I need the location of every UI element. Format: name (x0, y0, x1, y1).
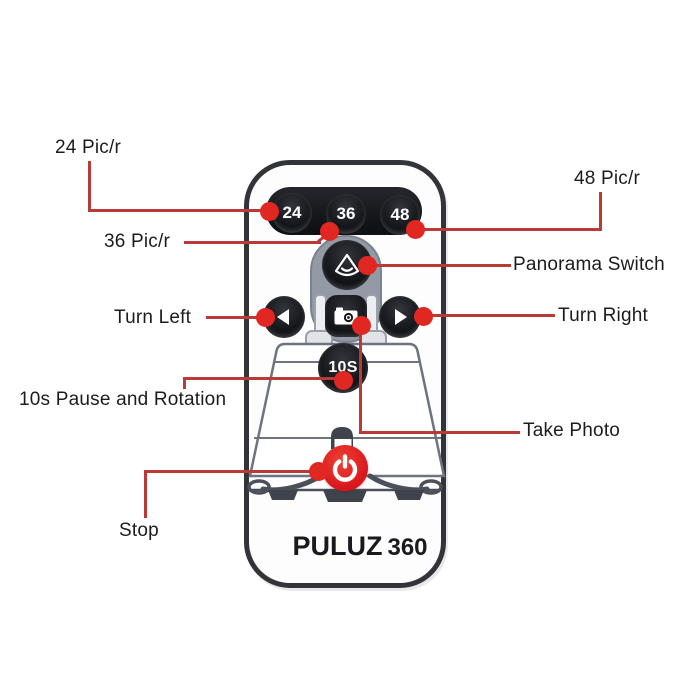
callout-dot-48 (406, 220, 425, 239)
label-panorama: Panorama Switch (513, 254, 665, 275)
label-10s-pause: 10s Pause and Rotation (19, 389, 227, 410)
callout-line (184, 241, 321, 244)
callout-line (88, 209, 270, 212)
callout-dot-panorama (358, 256, 377, 275)
button-48-label: 48 (390, 205, 410, 224)
foot-pad-left (268, 490, 298, 500)
foot-pad-right (394, 490, 424, 500)
callout-line (144, 470, 320, 473)
callout-dot-10s (334, 371, 353, 390)
callout-dot-stop (309, 462, 328, 481)
label-turn-right: Turn Right (558, 305, 648, 326)
power-stop-button (322, 445, 368, 491)
callout-line (368, 264, 511, 267)
foot-loop-right (419, 479, 443, 495)
callout-line (183, 377, 344, 380)
button-36-label: 36 (336, 204, 356, 223)
panorama-switch-icon (334, 253, 360, 277)
brand-name: PULUZ (292, 531, 383, 561)
power-icon (332, 454, 358, 482)
callout-dot-take-photo (352, 316, 371, 335)
pause-10s-label: 10S (328, 359, 358, 376)
callout-line (424, 314, 555, 317)
foot-pad-center (323, 490, 367, 502)
callout-line (359, 324, 362, 434)
label-36-pic: 36 Pic/r (104, 231, 171, 252)
callout-dot-36 (320, 222, 339, 241)
label-48-pic: 48 Pic/r (574, 168, 641, 189)
callout-line (359, 431, 520, 434)
callout-dot-turn-right (414, 307, 433, 326)
base-knob-inner (334, 439, 352, 448)
callout-dot-turn-left (256, 308, 275, 327)
turn-left-icon (277, 309, 289, 325)
callout-line (144, 470, 147, 518)
foot-loop-left (247, 479, 271, 495)
button-24-label: 24 (282, 203, 302, 222)
callout-line (206, 316, 267, 319)
camera-icon (334, 307, 358, 325)
label-take-photo: Take Photo (523, 420, 621, 441)
callout-line (88, 161, 91, 212)
label-24-pic: 24 Pic/r (55, 137, 122, 158)
callout-line (599, 192, 602, 231)
callout-line (183, 377, 186, 389)
brand-number: 360 (387, 534, 428, 561)
turn-right-icon (395, 309, 407, 325)
leg-right-sketch (367, 473, 430, 493)
label-turn-left: Turn Left (114, 307, 192, 328)
label-stop: Stop (119, 520, 159, 541)
callout-line (417, 228, 602, 231)
callout-dot-24 (260, 202, 279, 221)
